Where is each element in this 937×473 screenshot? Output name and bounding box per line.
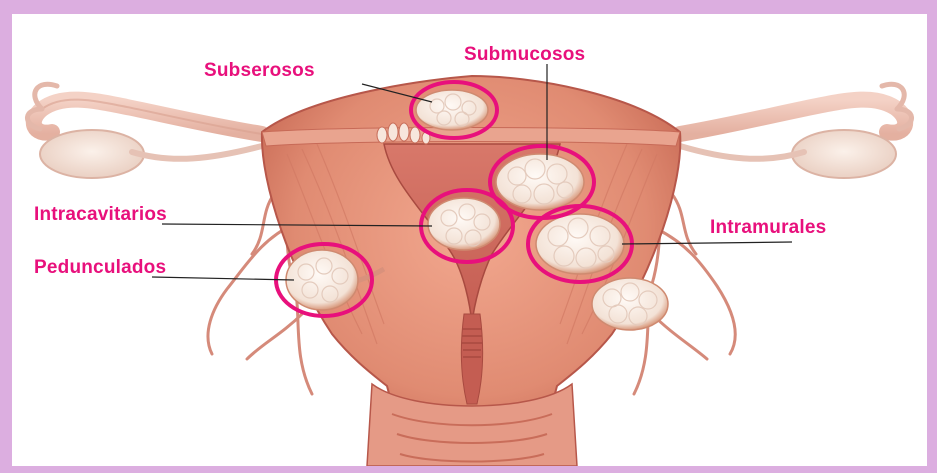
label-submucosos: Submucosos xyxy=(464,44,585,66)
label-pedunculados: Pedunculados xyxy=(34,257,166,279)
cervical-canal xyxy=(461,314,482,404)
label-subserosos: Subserosos xyxy=(204,60,315,82)
leader-line-pedunculados xyxy=(152,277,294,280)
right-fallopian-tube xyxy=(680,84,912,134)
fibroid-subserosos xyxy=(416,90,488,130)
diagram-canvas: Subserosos Submucosos Intracavitarios In… xyxy=(12,14,927,466)
right-ovary xyxy=(792,130,896,178)
fibroid-intramurales xyxy=(536,214,624,274)
fibroid-intracavitarios xyxy=(428,198,500,250)
left-ovary xyxy=(40,130,144,178)
label-intramurales: Intramurales xyxy=(710,217,826,239)
label-intracavitarios: Intracavitarios xyxy=(34,204,167,226)
fibroid-intramurales-lower xyxy=(592,278,668,330)
uterus-illustration xyxy=(12,14,927,466)
left-fallopian-tube xyxy=(27,84,262,134)
fibroid-submucosos xyxy=(496,154,584,210)
